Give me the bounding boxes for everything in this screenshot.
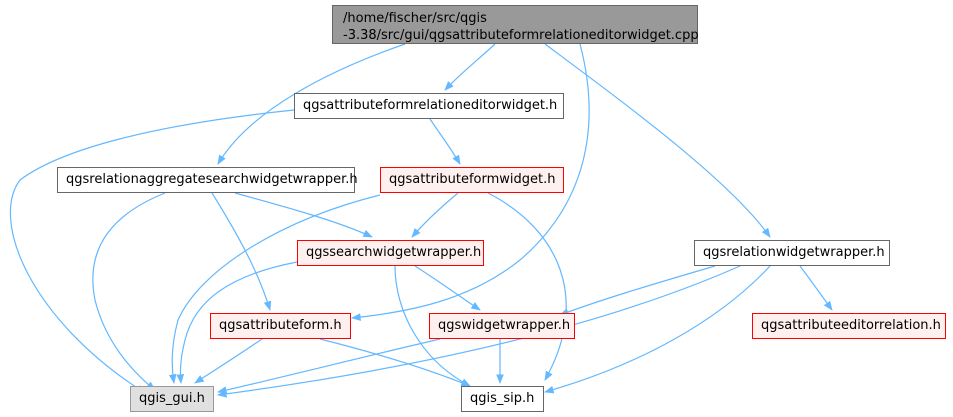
edge-relwrap-to-editorrel: [799, 265, 833, 311]
edge-relwidget_h-to-gui: [9, 109, 295, 394]
node-label: qgis_gui.h: [139, 391, 205, 406]
edge-searchwrap-to-sip: [394, 265, 471, 387]
node-root-label-line2: -3.38/src/gui/qgsattributeformrelationed…: [343, 28, 699, 43]
node-label: qgsattributeform.h: [219, 318, 342, 333]
node-label: qgssearchwidgetwrapper.h: [306, 245, 482, 260]
edge-root-to-relwidget_h: [444, 43, 496, 91]
edge-searchwrap-to-gui: [176, 261, 298, 384]
node-qgswidgetwrapper-h[interactable]: qgswidgetwrapper.h: [429, 313, 575, 339]
edge-aggsearch-to-attrform: [211, 192, 272, 311]
node-qgssearchwidgetwrapper-h[interactable]: qgssearchwidgetwrapper.h: [297, 240, 484, 266]
edge-relwrap-to-sip: [544, 265, 771, 394]
node-root-source-file[interactable]: /home/fischer/src/qgis -3.38/src/gui/qgs…: [332, 5, 699, 44]
edge-searchwrap-to-widgetwrap: [414, 265, 481, 311]
edge-aggsearch-to-gui: [92, 192, 166, 391]
edge-attrform-to-sip: [319, 338, 471, 387]
node-qgis-gui-h[interactable]: qgis_gui.h: [130, 386, 214, 412]
edge-aggsearch-to-searchwrap: [234, 192, 373, 238]
edge-formwidget-to-gui: [168, 194, 381, 384]
node-label: qgsattributeformrelationeditorwidget.h: [303, 98, 558, 113]
node-label: qgsattributeformwidget.h: [389, 172, 556, 187]
edge-formwidget-to-sip: [487, 192, 567, 381]
node-root-label-line1: /home/fischer/src/qgis: [343, 11, 487, 26]
edge-root-to-attrform: [351, 43, 590, 321]
edge-widgetwrap-to-gui: [217, 338, 441, 394]
edge-root-to-relwrap: [544, 43, 771, 238]
node-label: qgswidgetwrapper.h: [438, 318, 571, 333]
edge-attrform-to-gui: [194, 338, 263, 384]
edge-relwrap-to-widgetwrap: [559, 265, 716, 316]
edge-relwidget_h-to-formwidget: [429, 118, 461, 165]
node-qgsattributeform-h[interactable]: qgsattributeform.h: [210, 313, 351, 339]
node-label: qgsrelationaggregatesearchwidgetwrapper.…: [66, 172, 358, 187]
node-qgis-sip-h[interactable]: qgis_sip.h: [461, 386, 544, 412]
node-label: qgis_sip.h: [470, 391, 535, 406]
node-qgsattributeformrelationeditorwidget-h[interactable]: qgsattributeformrelationeditorwidget.h: [294, 93, 564, 119]
node-qgsrelationaggregatesearchwidgetwrapper-h[interactable]: qgsrelationaggregatesearchwidgetwrapper.…: [57, 167, 358, 193]
edge-formwidget-to-searchwrap: [411, 192, 459, 238]
node-qgsattributeeditorrelation-h[interactable]: qgsattributeeditorrelation.h: [752, 313, 946, 339]
node-qgsrelationwidgetwrapper-h[interactable]: qgsrelationwidgetwrapper.h: [694, 240, 890, 266]
node-label: qgsattributeeditorrelation.h: [761, 318, 941, 333]
node-qgsattributeformwidget-h[interactable]: qgsattributeformwidget.h: [380, 167, 564, 193]
node-label: qgsrelationwidgetwrapper.h: [703, 245, 885, 260]
